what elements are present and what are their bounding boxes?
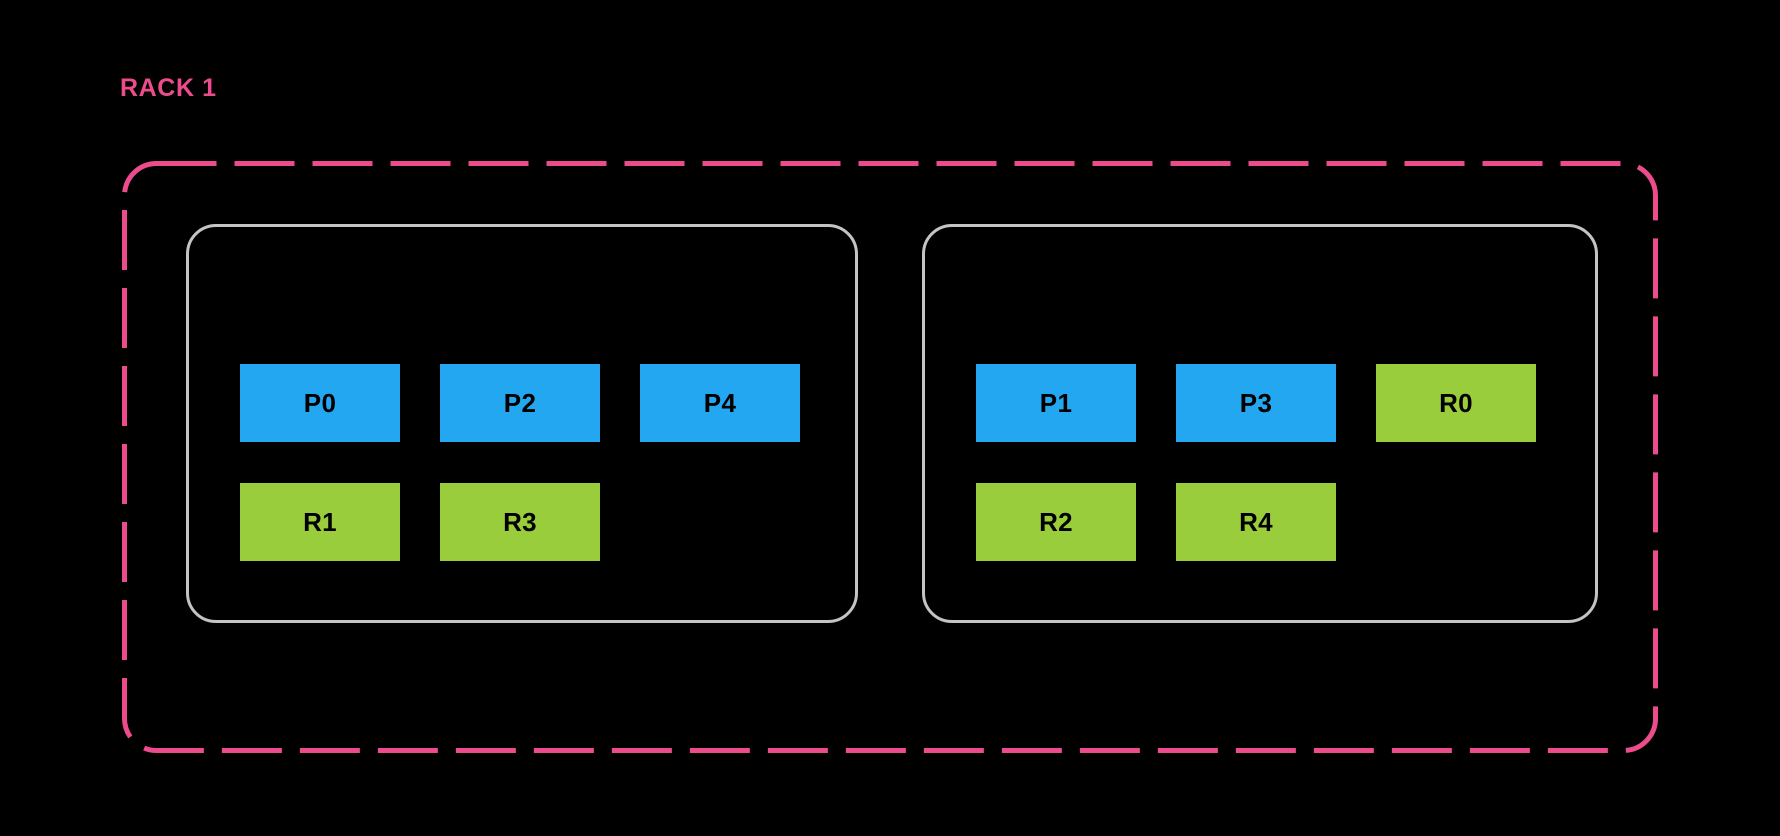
node-container-0: P0 P2 P4 R1 R3 <box>186 224 858 623</box>
shard-row: R2 R4 <box>976 483 1595 561</box>
shard-cell[interactable]: P4 <box>640 364 800 442</box>
shard-cell[interactable]: R3 <box>440 483 600 561</box>
rack-title: RACK 1 <box>120 74 217 102</box>
shard-cell[interactable]: P0 <box>240 364 400 442</box>
shard-row: P0 P2 P4 <box>240 364 855 442</box>
node-shard-grid-0: P0 P2 P4 R1 R3 <box>240 364 855 620</box>
shard-row: P1 P3 R0 <box>976 364 1595 442</box>
shard-cell[interactable]: P1 <box>976 364 1136 442</box>
shard-cell[interactable]: P3 <box>1176 364 1336 442</box>
node-container-1: P1 P3 R0 R2 R4 <box>922 224 1598 623</box>
shard-cell[interactable]: R2 <box>976 483 1136 561</box>
shard-row: R1 R3 <box>240 483 855 561</box>
node-shard-grid-1: P1 P3 R0 R2 R4 <box>976 364 1595 620</box>
shard-cell[interactable]: R4 <box>1176 483 1336 561</box>
shard-cell[interactable]: R0 <box>1376 364 1536 442</box>
shard-cell[interactable]: R1 <box>240 483 400 561</box>
shard-cell[interactable]: P2 <box>440 364 600 442</box>
